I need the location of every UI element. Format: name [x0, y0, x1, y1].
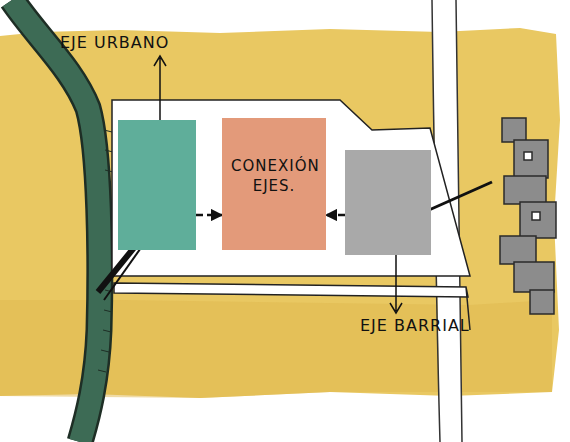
building [500, 236, 536, 264]
axis-label: EJE URBANO [60, 32, 138, 54]
urban-road-outline [12, 0, 100, 442]
building [530, 290, 554, 314]
road-hatching [98, 130, 113, 372]
building [514, 262, 554, 292]
building [504, 176, 546, 204]
neighbourhood-axis-block: EJE BARRIAL [345, 150, 431, 255]
axis-label: EJE BARRIAL [360, 315, 446, 337]
site-parcel [112, 100, 470, 276]
window [524, 152, 532, 160]
building [502, 118, 526, 142]
building [520, 202, 556, 238]
dashed-connector [196, 214, 222, 217]
urban-axis-block: EJE URBANO [118, 120, 196, 250]
building [514, 140, 548, 178]
window [532, 212, 540, 220]
urban-road [12, 0, 100, 442]
block-label: CONEXIÓN EJES. [231, 156, 317, 197]
connection-block: CONEXIÓN EJES. [222, 118, 326, 250]
neighbourhood-buildings [500, 118, 556, 314]
dashed-connector [326, 214, 345, 217]
